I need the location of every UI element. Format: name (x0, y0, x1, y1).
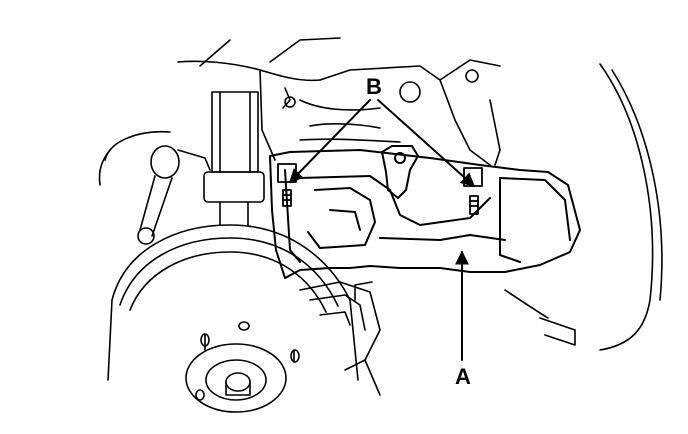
bolt-left (277, 163, 297, 207)
callout-b-leaders (289, 99, 476, 187)
bolt-right (463, 167, 483, 215)
brake-disc (107, 224, 359, 413)
label-a: A (455, 364, 471, 389)
tie-rod (98, 130, 211, 245)
lower-arm (299, 281, 381, 396)
suspension-strut (203, 87, 296, 226)
splash-shield (269, 149, 581, 279)
wheel-well-outline (504, 63, 663, 351)
engine-block (177, 37, 501, 166)
shield-bracket (381, 145, 419, 199)
label-b: B (366, 74, 382, 99)
